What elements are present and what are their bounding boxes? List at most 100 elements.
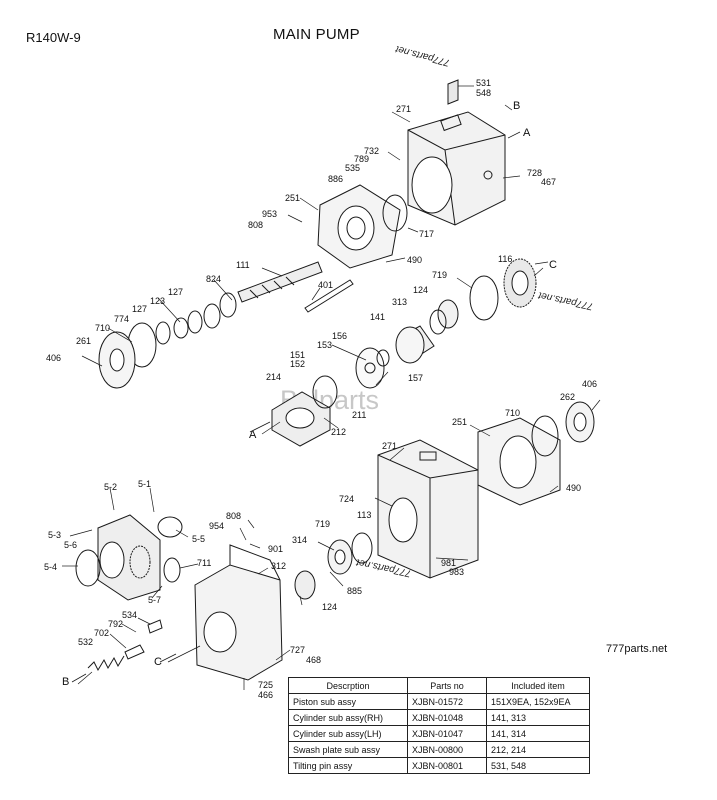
part-label: 271	[382, 441, 398, 451]
leader-lines	[62, 85, 601, 690]
part-label: 719	[432, 270, 448, 280]
part-label: 724	[339, 494, 355, 504]
part-label: 5-3	[48, 530, 62, 540]
table-header-row: Descrption Parts no Included item	[288, 677, 590, 694]
part-label: 468	[306, 655, 322, 665]
cell-part-no: XJBN-00801	[407, 757, 487, 774]
cylinder-141	[395, 325, 435, 364]
part-label: 5-4	[44, 562, 58, 572]
part-label: 127	[168, 287, 184, 297]
table-row: Swash plate sub assy XJBN-00800 212, 214	[288, 741, 590, 758]
column-header: Parts no	[407, 677, 487, 694]
plate-211	[312, 375, 338, 409]
ring-824	[219, 292, 237, 318]
pin-401	[304, 279, 354, 313]
front-cover-lower	[477, 417, 561, 506]
oil-seal-774	[155, 321, 171, 345]
part-label: 116	[498, 254, 513, 264]
table-row: Cylinder sub assy(LH) XJBN-01047 141, 31…	[288, 725, 590, 742]
cell-description: Tilting pin assy	[288, 757, 408, 774]
cell-included: 141, 314	[486, 725, 590, 742]
o-ring-5-5	[157, 516, 183, 538]
cell-description: Swash plate sub assy	[288, 741, 408, 758]
cell-part-no: XJBN-01047	[407, 725, 487, 742]
cell-description: Cylinder sub assy(LH)	[288, 725, 408, 742]
part-label: 824	[206, 274, 222, 284]
part-label: 548	[476, 88, 492, 98]
part-label: 983	[449, 567, 465, 577]
part-label: 157	[408, 373, 424, 383]
part-label: 532	[78, 637, 94, 647]
part-label: 251	[452, 417, 468, 427]
part-label: 401	[318, 280, 334, 290]
cell-included: 141, 313	[486, 709, 590, 726]
part-label: 719	[315, 519, 331, 529]
part-label: 710	[505, 408, 521, 418]
part-label: 710	[95, 323, 111, 333]
part-label: 124	[413, 285, 429, 295]
part-label: 212	[331, 427, 347, 437]
pump-casing-lower	[377, 439, 479, 579]
o-ring-719-lower	[351, 532, 373, 564]
o-ring-719-upper	[469, 275, 499, 321]
ring-123	[173, 317, 189, 339]
table-row: Tilting pin assy XJBN-00801 531, 548	[288, 757, 590, 774]
cell-description: Piston sub assy	[288, 693, 408, 710]
part-label: 123	[150, 296, 166, 306]
part-label: 262	[560, 392, 576, 402]
part-label: 5-6	[64, 540, 78, 550]
swash-plate-212	[271, 391, 331, 447]
part-label: 5-1	[138, 479, 152, 489]
part-label: 211	[352, 410, 367, 420]
o-ring-717	[382, 194, 408, 232]
column-header: Descrption	[288, 677, 408, 694]
cell-included: 212, 214	[486, 741, 590, 758]
part-label: 711	[197, 558, 212, 568]
ref-label: A	[249, 429, 257, 441]
part-label: 732	[364, 146, 380, 156]
part-label: 271	[396, 104, 412, 114]
o-ring-710-right	[531, 415, 559, 457]
tilting-pin	[447, 79, 459, 105]
spring-532	[87, 655, 125, 672]
part-label: 808	[226, 511, 242, 521]
table-row: Cylinder sub assy(RH) XJBN-01048 141, 31…	[288, 709, 590, 726]
part-label: 954	[209, 521, 225, 531]
part-label: 406	[582, 379, 598, 389]
part-label: 725	[258, 680, 274, 690]
model-code: R140W-9	[26, 30, 81, 45]
part-label: 214	[266, 372, 282, 382]
part-label: 5-5	[192, 534, 206, 544]
seal-cover-262	[565, 401, 595, 443]
column-header: Included item	[486, 677, 590, 694]
ring-156	[376, 349, 390, 367]
part-label: 127	[132, 304, 148, 314]
part-label: 490	[407, 255, 423, 265]
part-label: 953	[262, 209, 278, 219]
part-label: 886	[328, 174, 344, 184]
part-label: 111	[236, 260, 250, 270]
gear-116	[503, 258, 537, 308]
piston-702	[124, 644, 145, 660]
part-label: 885	[347, 586, 363, 596]
cell-description: Cylinder sub assy(RH)	[288, 709, 408, 726]
part-label: 728	[527, 168, 543, 178]
cell-included: 151X9EA, 152x9EA	[486, 693, 590, 710]
part-label: 151	[290, 350, 306, 360]
o-ring-5-4	[75, 549, 101, 587]
part-label: 5-2	[104, 482, 118, 492]
reference-arrows	[71, 261, 549, 683]
part-label: 153	[317, 340, 333, 350]
part-label: 113	[357, 510, 372, 520]
cylinder-314	[327, 539, 353, 575]
site-credit: 777parts.net	[606, 643, 668, 655]
cell-part-no: XJBN-01572	[407, 693, 487, 710]
cell-part-no: XJBN-01048	[407, 709, 487, 726]
valve-plate-153	[355, 347, 385, 389]
part-label: 531	[476, 78, 492, 88]
parts-table: Descrption Parts no Included item Piston…	[288, 677, 590, 774]
part-label: 141	[370, 312, 386, 322]
gear-pump-assembly	[97, 514, 161, 601]
pump-casing-top	[407, 111, 506, 226]
